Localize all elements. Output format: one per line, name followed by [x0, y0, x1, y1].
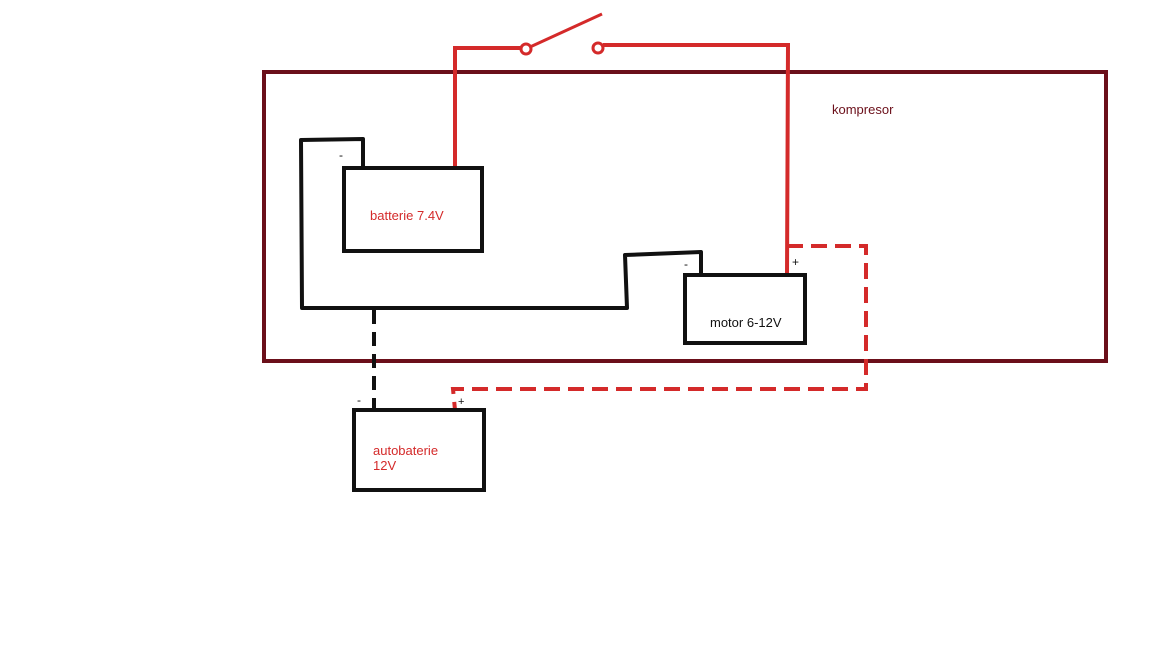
battery-7-4v-minus: - — [339, 148, 343, 162]
red-wire-switch-to-motor — [603, 43, 791, 277]
switch-contact-right — [591, 41, 605, 55]
car-battery-label-line1: autobaterie — [373, 443, 438, 458]
motor-6-12v-label: motor 6-12V — [710, 315, 782, 330]
car-battery-12v — [352, 408, 486, 492]
motor-minus: - — [684, 257, 688, 271]
car-battery-label-line2: 12V — [373, 458, 396, 473]
black-wire-battery-minus — [299, 137, 703, 310]
battery-7-4v-label: batterie 7.4V — [370, 208, 444, 223]
motor-plus: + — [792, 255, 799, 269]
car-battery-plus: + — [458, 396, 464, 408]
red-dashed-wire-motor-to-car-battery — [450, 244, 868, 411]
switch-lever — [529, 12, 603, 49]
battery-7-4v — [342, 166, 484, 253]
car-battery-minus: - — [357, 393, 361, 407]
motor-6-12v — [683, 273, 807, 345]
switch-contact-left — [519, 42, 533, 56]
kompresor-label: kompresor — [832, 102, 894, 117]
kompresor-housing — [262, 70, 1108, 363]
red-wire-battery-to-switch — [453, 46, 523, 170]
